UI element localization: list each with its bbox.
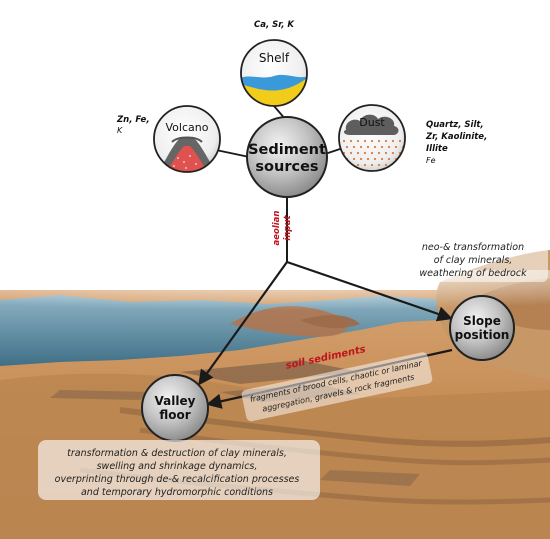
dust-particle [380,157,384,161]
dust-particle [394,145,398,149]
dust-particle [349,139,353,143]
valley-line1: Valley [155,394,196,408]
dust-particle [356,163,360,167]
valley-line2: floor [159,408,190,422]
sediment-sources-node [246,116,328,198]
dust-particle [363,163,367,167]
dust-particle [387,145,391,149]
slope-desc-3: weathering of bedrock [419,268,527,279]
slope-line2: position [455,328,510,342]
shelf-icon [240,39,308,107]
aeolian-input-label: aeolian input [272,211,293,246]
dust-particle [370,163,374,167]
shelf-elements: Ca, Sr, K [254,20,295,30]
dust-elements-1: Quartz, Silt, [426,120,484,130]
dust-particle [342,163,346,167]
dust-particle [398,163,402,167]
dust-particle [398,139,402,143]
dust-label: Dust [359,116,385,129]
dust-elements-4: Fe [426,156,436,165]
dust-particle [401,157,405,161]
dust-particle [359,157,363,161]
volcano-label: Volcano [166,121,209,134]
dust-particle [370,139,374,143]
dust-particle [373,145,377,149]
volcano-icon [153,105,221,173]
volcano-elements-2: K [117,126,123,135]
valley-desc-1: transformation & destruction of clay min… [67,448,287,459]
valley-desc-2: swelling and shrinkage dynamics, [97,461,258,472]
dust-particle [387,157,391,161]
dust-particle [373,157,377,161]
dust-particle [384,151,388,155]
dust-particle [377,151,381,155]
dust-particle [377,163,381,167]
arrow-to-slope [286,260,453,322]
dust-particle [380,145,384,149]
slope-position-node [449,295,515,361]
sediment-sources-line1: Sediment [248,142,326,158]
dust-particle [363,151,367,155]
dust-elements-2: Zr, Kaolinite, [425,132,487,142]
dust-particle [356,139,360,143]
dust-particle [366,157,370,161]
slope-description: neo-& transformation of clay minerals, w… [398,236,548,282]
dust-particle [359,145,363,149]
aeolian-line2: input [283,214,293,240]
dust-particle [391,151,395,155]
dust-particle [391,139,395,143]
valley-desc-4: and temporary hydromorphic conditions [81,487,273,498]
aeolian-line1: aeolian [272,211,282,246]
dust-particle [363,139,367,143]
dust-particle [384,163,388,167]
volcano-elements-1: Zn, Fe, [116,115,150,125]
dust-particle [370,151,374,155]
dust-particle [356,151,360,155]
dust-particle [345,145,349,149]
slope-line1: Slope [463,314,501,328]
dust-particle [352,145,356,149]
dust-particle [349,151,353,155]
dust-particle [352,157,356,161]
shelf-label: Shelf [259,51,290,65]
dust-particle [384,139,388,143]
dust-particle [342,139,346,143]
dust-icon [338,104,406,172]
dust-particle [366,145,370,149]
slope-desc-1: neo-& transformation [422,242,524,253]
slope-desc-2: of clay minerals, [434,255,513,266]
arrow-to-valley [198,261,288,386]
sediment-sources-line2: sources [255,159,318,175]
dust-particle [377,139,381,143]
dust-elements-3: Illite [426,144,448,154]
valley-desc-3: overprinting through de-& recalcificatio… [55,474,300,485]
valley-description: transformation & destruction of clay min… [38,440,320,500]
